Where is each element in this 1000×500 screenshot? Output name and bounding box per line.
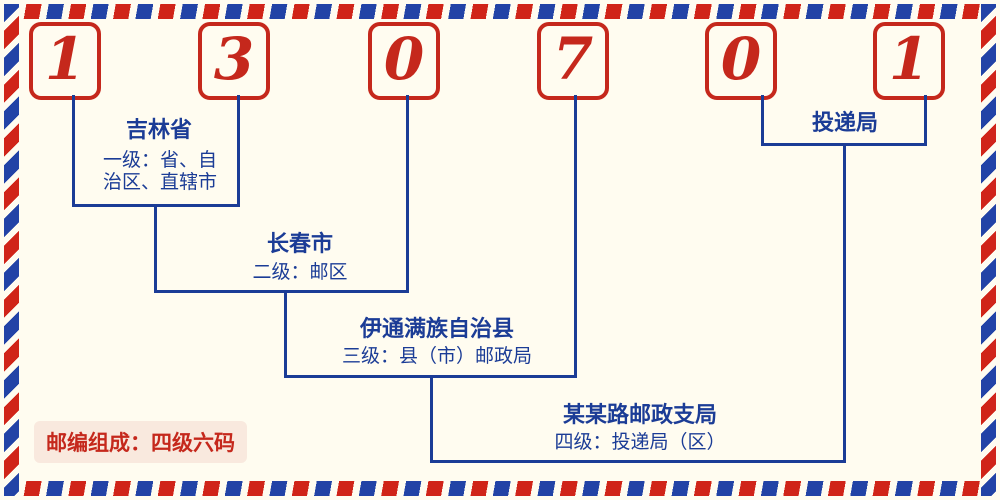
- digit-box-4: 7: [537, 22, 609, 100]
- level1-desc-line1: 一级：省、自: [102, 150, 218, 171]
- level4-region-label: 某某路邮政支局: [562, 402, 718, 427]
- connector-line-level1-left: [72, 95, 75, 207]
- airmail-border-bottom: [4, 481, 996, 496]
- level1-desc-line2: 治区、直辖市: [102, 172, 218, 193]
- level1-region-label: 吉林省: [125, 117, 193, 142]
- digit-4: 7: [552, 25, 594, 93]
- digit-box-2: 3: [198, 22, 270, 100]
- airmail-border-right: [981, 4, 996, 496]
- connector-line-level4-right: [843, 143, 846, 463]
- digit-2: 3: [213, 25, 255, 93]
- connector-line-level2-left: [154, 204, 157, 293]
- airmail-border-left: [4, 4, 19, 496]
- airmail-border-top: [4, 4, 996, 19]
- connector-line-level3-left: [284, 290, 287, 378]
- level3-region-label: 伊通满族自治县: [359, 316, 515, 341]
- digit-box-5: 0: [705, 22, 777, 100]
- digit-box-6: 1: [873, 22, 945, 100]
- connector-line-level3-right: [574, 95, 577, 378]
- level3-desc: 三级：县（市）邮政局: [341, 346, 533, 367]
- connector-line-level4-bottom: [430, 460, 846, 463]
- composition-note: 邮编组成：四级六码: [34, 421, 247, 463]
- connector-line-level2-bottom: [154, 290, 409, 293]
- level2-desc: 二级：邮区: [252, 262, 348, 283]
- delivery-office-label: 投递局: [811, 110, 879, 135]
- level4-desc: 四级：投递局（区）: [554, 432, 726, 453]
- connector-line-delivery-right: [924, 95, 927, 146]
- connector-line-level4-left: [430, 375, 433, 463]
- digit-box-3: 0: [368, 22, 440, 100]
- connector-line-delivery-left: [761, 95, 764, 146]
- digit-5: 0: [720, 25, 762, 93]
- digit-3: 0: [383, 25, 425, 93]
- digit-box-1: 1: [29, 22, 101, 100]
- connector-line-level1-right: [237, 95, 240, 207]
- connector-line-level2-right: [406, 95, 409, 293]
- digit-6: 1: [888, 25, 930, 93]
- connector-line-delivery-bottom: [761, 143, 927, 146]
- level2-region-label: 长春市: [266, 231, 334, 256]
- digit-1: 1: [44, 25, 86, 93]
